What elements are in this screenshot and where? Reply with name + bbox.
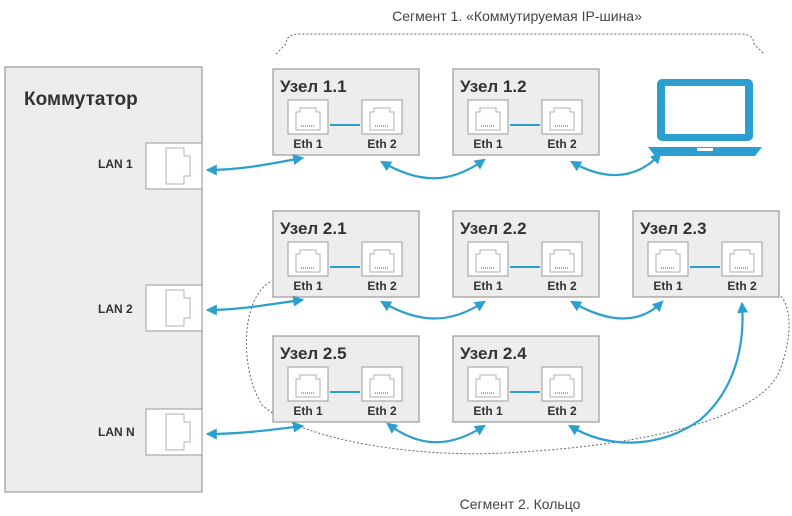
ethernet-port-icon	[541, 366, 583, 402]
ethernet-port-icon	[721, 241, 763, 277]
switch-title: Коммутатор	[24, 89, 138, 110]
port-eth2-label: Eth 2	[547, 279, 577, 293]
ethernet-port-icon	[541, 241, 583, 277]
node-title: Узел 2.2	[460, 219, 527, 238]
ethernet-port-icon	[361, 99, 403, 135]
switch-port-lan2[interactable]: LAN 2	[98, 284, 203, 332]
ethernet-port-icon	[467, 99, 509, 135]
node-title: Узел 2.5	[280, 344, 347, 363]
lan-label: LAN 1	[98, 157, 133, 171]
link-node25-node24	[386, 422, 486, 444]
ethernet-port-icon	[647, 241, 689, 277]
laptop-icon[interactable]	[648, 79, 762, 156]
port-eth1-label: Eth 1	[473, 279, 503, 293]
ethernet-port-icon	[165, 147, 191, 185]
port-eth2-label: Eth 2	[367, 137, 397, 151]
node-title: Узел 2.4	[460, 344, 527, 363]
node-2-4[interactable]: Узел 2.4 Eth 1 Eth 2	[452, 335, 600, 423]
lan-label: LAN N	[98, 425, 135, 439]
ethernet-port-icon	[541, 99, 583, 135]
lan-label: LAN 2	[98, 302, 133, 316]
links	[205, 152, 749, 444]
segment-2-ring	[245, 281, 790, 455]
port-eth2-label: Eth 2	[727, 279, 757, 293]
ethernet-port-icon	[467, 241, 509, 277]
link-node12-laptop	[570, 152, 662, 177]
node-title: Узел 1.1	[280, 77, 347, 96]
port-eth2-label: Eth 2	[367, 404, 397, 418]
node-1-2[interactable]: Узел 1.2 Eth 1 Eth 2	[452, 68, 600, 156]
ethernet-port-icon	[165, 289, 191, 327]
segment-1-label: Сегмент 1. «Коммутируемая IP-шина»	[392, 8, 642, 24]
port-eth2-label: Eth 2	[547, 404, 577, 418]
ethernet-port-icon	[287, 99, 329, 135]
port-eth1-label: Eth 1	[653, 279, 683, 293]
port-eth1-label: Eth 1	[293, 137, 323, 151]
link-node22-node23	[570, 300, 664, 320]
node-2-1[interactable]: Узел 2.1 Eth 1 Eth 2	[272, 210, 420, 298]
link-lan1-node11	[205, 154, 305, 176]
port-eth1-label: Eth 1	[473, 404, 503, 418]
port-eth2-label: Eth 2	[547, 137, 577, 151]
ethernet-port-icon	[287, 241, 329, 277]
ethernet-port-icon	[361, 241, 403, 277]
switch-port-lan1[interactable]: LAN 1	[98, 142, 203, 190]
node-2-5[interactable]: Узел 2.5 Eth 1 Eth 2	[272, 335, 420, 423]
link-node21-node22	[380, 300, 486, 320]
ethernet-port-icon	[467, 366, 509, 402]
node-title: Узел 1.2	[460, 77, 527, 96]
node-1-1[interactable]: Узел 1.1 Eth 1 Eth 2	[272, 68, 420, 156]
node-title: Узел 2.1	[280, 219, 347, 238]
port-eth1-label: Eth 1	[293, 404, 323, 418]
node-title: Узел 2.3	[640, 219, 707, 238]
ethernet-port-icon	[165, 413, 191, 451]
ethernet-port-icon	[361, 366, 403, 402]
switch-port-lann[interactable]: LAN N	[98, 408, 203, 456]
segment-1-bracket	[275, 33, 765, 55]
segment-2-label: Сегмент 2. Кольцо	[460, 496, 581, 512]
port-eth2-label: Eth 2	[367, 279, 397, 293]
node-2-3[interactable]: Узел 2.3 Eth 1 Eth 2	[632, 210, 780, 298]
port-eth1-label: Eth 1	[293, 279, 323, 293]
link-node11-node12	[380, 158, 486, 180]
ethernet-port-icon	[287, 366, 329, 402]
switch: Коммутатор LAN 1 LAN 2 LAN N	[4, 66, 203, 493]
port-eth1-label: Eth 1	[473, 137, 503, 151]
link-node24-node23	[568, 301, 749, 444]
link-lan2-node21	[205, 295, 305, 316]
link-lann-node25	[205, 421, 305, 440]
node-2-2[interactable]: Узел 2.2 Eth 1 Eth 2	[452, 210, 600, 298]
